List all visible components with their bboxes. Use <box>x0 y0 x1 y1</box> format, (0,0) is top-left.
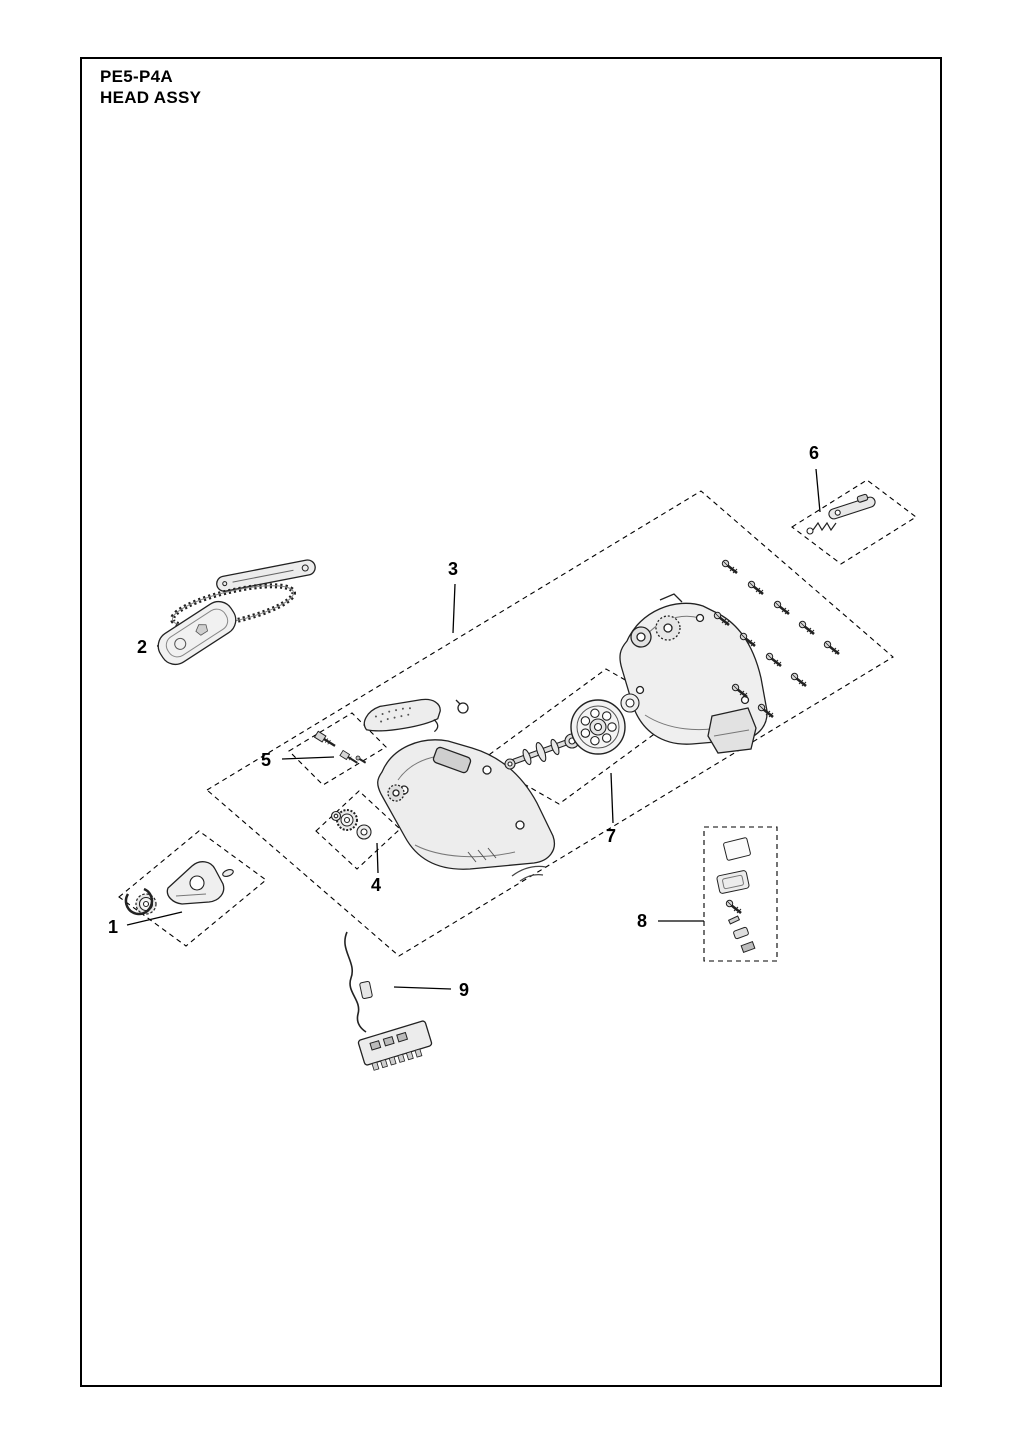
trigger-handle <box>363 698 441 733</box>
side-cover <box>157 600 237 666</box>
diagram-border <box>80 57 942 1387</box>
page-subtitle: HEAD ASSY <box>100 88 202 107</box>
group-box-8 <box>703 826 778 962</box>
part-3-housing-front <box>363 698 555 882</box>
part-3-housing-rear <box>619 593 768 754</box>
part-2-bar-chain-cover <box>157 559 316 666</box>
callout-label-4: 4 <box>371 875 382 895</box>
part-9-wiring <box>344 931 433 1071</box>
housing-front-body <box>377 739 555 870</box>
group-box-1 <box>118 830 267 947</box>
callout-label-1: 1 <box>108 917 119 937</box>
group-box-4 <box>315 790 401 870</box>
group-box-7 <box>480 668 685 805</box>
callout-label-3: 3 <box>448 559 459 579</box>
part-7-drum-shaft <box>504 693 640 770</box>
part-4-gears <box>330 809 372 840</box>
group-box-6 <box>791 479 917 565</box>
housing-foot <box>707 707 757 754</box>
part-5-screws <box>313 730 367 764</box>
connector-board <box>357 1020 433 1071</box>
circlip <box>455 699 469 714</box>
title-block: PE5-P4A HEAD ASSY <box>100 66 201 108</box>
callout-label-7: 7 <box>606 826 617 846</box>
callout-label-2: 2 <box>137 637 148 657</box>
part-1-tensioner <box>124 861 234 916</box>
part-8-electronics <box>716 837 756 953</box>
group-box-5 <box>288 712 387 786</box>
sprocket-drum <box>570 699 626 755</box>
dashed-group-boxes <box>118 479 917 962</box>
callout-label-5: 5 <box>261 750 272 770</box>
page-title: PE5-P4A <box>100 67 173 86</box>
callout-label-8: 8 <box>637 911 648 931</box>
housing-rear-body <box>619 602 768 745</box>
callout-label-6: 6 <box>809 443 820 463</box>
part-6-switch-lever <box>806 493 876 535</box>
callout-label-9: 9 <box>459 980 470 1000</box>
group-box-3 <box>206 490 894 957</box>
